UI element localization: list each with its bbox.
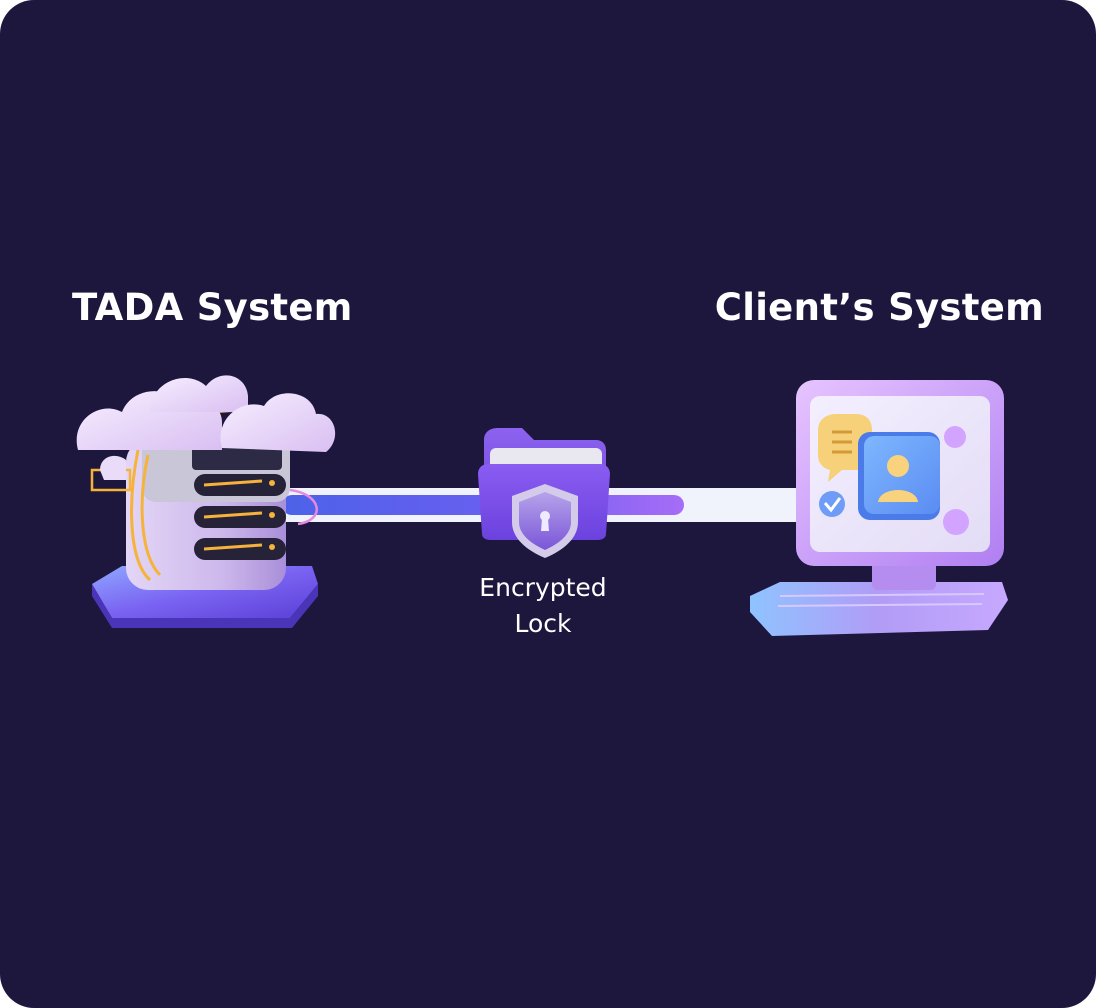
client-system-title: Client’s System: [714, 286, 1044, 329]
tada-system-title: TADA System: [72, 286, 353, 329]
encrypted-lock-caption: Encrypted Lock: [443, 570, 643, 642]
cloud-server-icon: [76, 375, 336, 628]
encrypted-folder-shield-icon: [478, 428, 610, 558]
computer-monitor-icon: [750, 380, 1008, 636]
caption-line-1: Encrypted: [479, 573, 607, 602]
caption-line-2: Lock: [514, 609, 572, 638]
